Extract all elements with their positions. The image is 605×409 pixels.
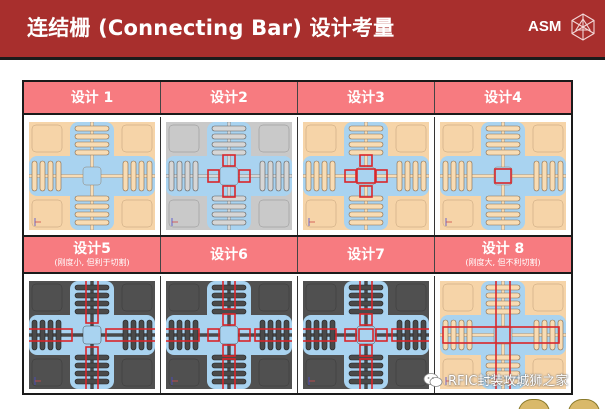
watermark-text: RFIC封装攻城狮之家 bbox=[448, 374, 569, 389]
highlight-box bbox=[358, 328, 374, 342]
highlight-box bbox=[359, 185, 373, 198]
design-label: 设计6 bbox=[210, 246, 248, 263]
slide-title: 连结栅 (Connecting Bar) 设计考量 bbox=[27, 16, 395, 40]
highlight-box bbox=[166, 328, 200, 342]
highlight-box bbox=[356, 168, 376, 184]
design-header: 设计4 bbox=[435, 82, 571, 113]
title-bar: 连结栅 (Connecting Bar) 设计考量 ASM bbox=[0, 0, 605, 60]
design-header: 设计7 bbox=[298, 237, 435, 272]
design-label: 设计2 bbox=[210, 89, 248, 106]
highlight-box bbox=[238, 328, 251, 342]
award-badge-icon bbox=[518, 399, 550, 409]
header-row-2: 设计5 (刚度小, 但利于切割) 设计6 设计7 设计 8 (刚度大, 但不利切… bbox=[24, 235, 571, 274]
design-image-1 bbox=[24, 117, 161, 235]
design-header: 设计6 bbox=[161, 237, 298, 272]
design-label: 设计 1 bbox=[70, 89, 114, 106]
image-row-2 bbox=[24, 276, 571, 393]
design-label: 设计7 bbox=[347, 246, 385, 263]
highlight-box bbox=[359, 313, 373, 326]
highlight-box bbox=[359, 344, 373, 357]
design-note: (刚度大, 但不利切割) bbox=[465, 258, 541, 267]
highlight-box bbox=[254, 328, 292, 342]
highlight-box bbox=[391, 328, 429, 342]
design-image-6 bbox=[161, 276, 298, 393]
header-row-1: 设计 1 设计2 设计3 设计4 bbox=[24, 82, 571, 115]
wechat-icon bbox=[423, 372, 443, 387]
highlight-box bbox=[375, 328, 388, 342]
leadframe-diagram bbox=[303, 281, 429, 389]
design-header: 设计5 (刚度小, 但利于切割) bbox=[24, 237, 161, 272]
image-row-1 bbox=[24, 117, 571, 235]
design-image-8 bbox=[435, 276, 571, 393]
highlight-box bbox=[344, 328, 357, 342]
highlight-box bbox=[375, 169, 388, 183]
leadframe-diagram bbox=[166, 122, 292, 230]
highlight-box bbox=[359, 281, 373, 310]
design-comparison-table: 设计 1 设计2 设计3 设计4 设计5 (刚度小, 但利于切割) 设计6 设计… bbox=[22, 80, 573, 395]
design-label: 设计3 bbox=[347, 89, 385, 106]
award-badges bbox=[518, 399, 600, 409]
highlight-box bbox=[105, 328, 155, 342]
leadframe-diagram bbox=[29, 122, 155, 230]
highlight-box bbox=[222, 313, 236, 326]
design-note: (刚度小, 但利于切割) bbox=[54, 258, 130, 267]
highlight-box bbox=[222, 344, 236, 357]
leadframe-diagram bbox=[303, 122, 429, 230]
highlight-box bbox=[29, 328, 73, 342]
design-label: 设计5 bbox=[73, 241, 111, 257]
highlight-box bbox=[207, 328, 220, 342]
highlight-box bbox=[442, 326, 560, 344]
highlight-box bbox=[222, 358, 236, 389]
highlight-box bbox=[495, 281, 511, 389]
highlight-box bbox=[359, 154, 373, 167]
design-image-7 bbox=[298, 276, 435, 393]
highlight-box bbox=[222, 281, 236, 310]
leadframe-diagram bbox=[29, 281, 155, 389]
highlight-box bbox=[85, 346, 99, 389]
design-image-5 bbox=[24, 276, 161, 393]
award-badge-icon bbox=[568, 399, 600, 409]
design-header: 设计 1 bbox=[24, 82, 161, 113]
highlight-box bbox=[222, 154, 236, 167]
highlight-box bbox=[303, 328, 337, 342]
design-header: 设计3 bbox=[298, 82, 435, 113]
design-label: 设计 8 bbox=[481, 241, 525, 257]
design-image-3 bbox=[298, 117, 435, 235]
leadframe-diagram bbox=[440, 281, 566, 389]
design-header: 设计2 bbox=[161, 82, 298, 113]
design-header: 设计 8 (刚度大, 但不利切割) bbox=[435, 237, 571, 272]
highlight-box bbox=[359, 358, 373, 389]
highlight-box bbox=[238, 169, 251, 183]
design-image-4 bbox=[435, 117, 571, 235]
asm-logo-icon bbox=[571, 13, 595, 41]
highlight-box bbox=[85, 281, 99, 324]
asm-logo-text: ASM bbox=[528, 18, 562, 35]
highlight-box bbox=[494, 168, 512, 184]
watermark: RFIC封装攻城狮之家 bbox=[423, 370, 568, 389]
leadframe-diagram bbox=[440, 122, 566, 230]
leadframe-diagram bbox=[166, 281, 292, 389]
design-label: 设计4 bbox=[484, 89, 522, 106]
highlight-box bbox=[344, 169, 357, 183]
highlight-box bbox=[222, 185, 236, 198]
highlight-box bbox=[207, 169, 220, 183]
design-image-2 bbox=[161, 117, 298, 235]
